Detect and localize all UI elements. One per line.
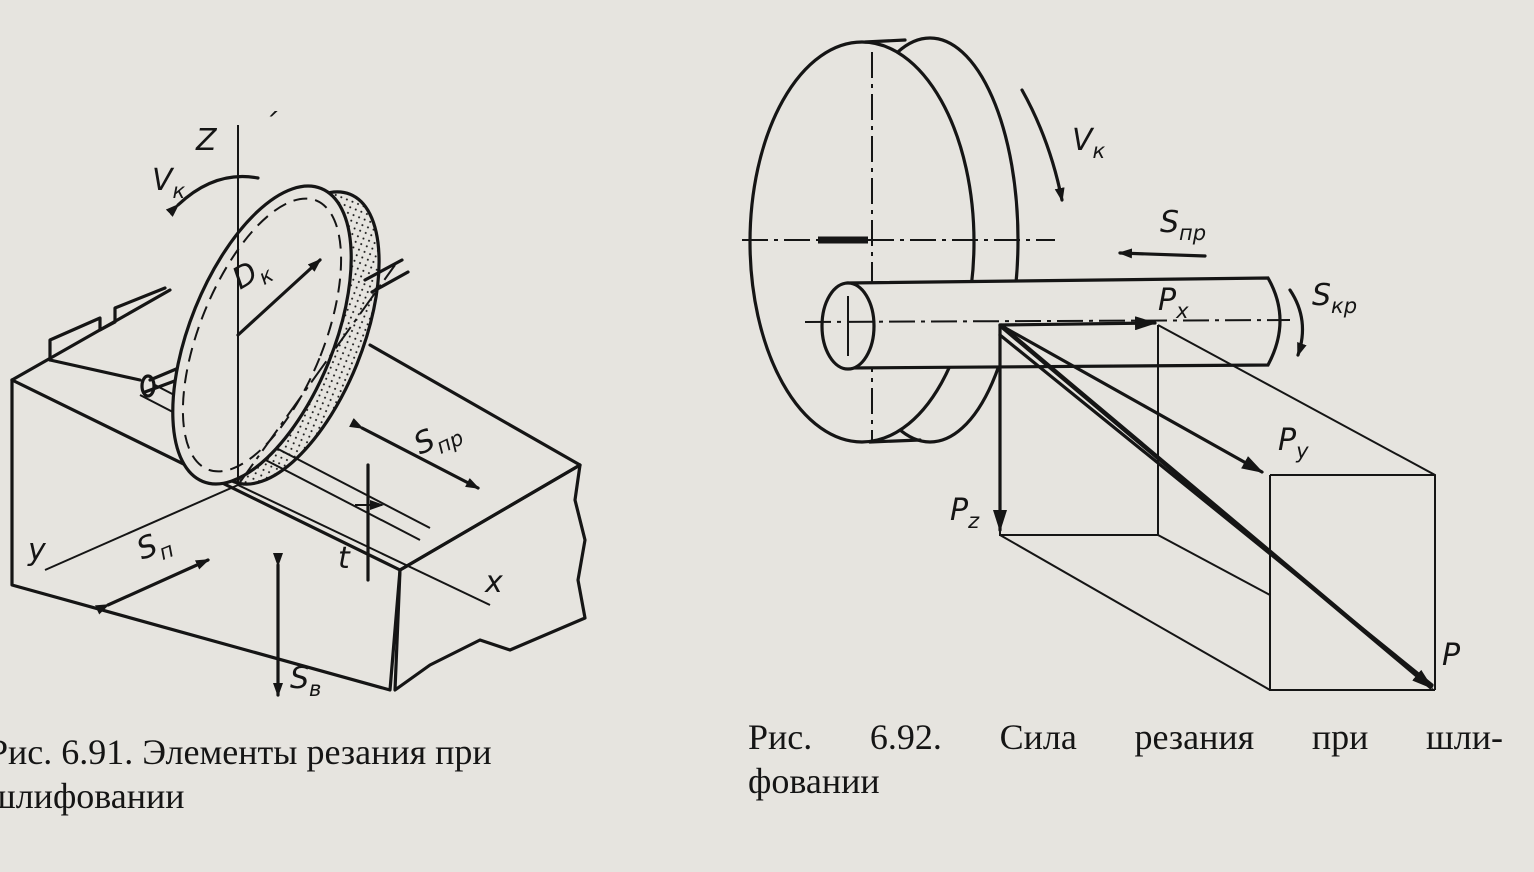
caption-word: Сила [999, 717, 1077, 757]
force-py-label: Py [1278, 423, 1309, 463]
caption-line: шлифовании [0, 776, 185, 816]
axis-z-label: Z [195, 123, 218, 158]
caption-line: Рис. 6.92. Сила резания при шли- [748, 715, 1503, 759]
wheel-diameter-label: Dк [227, 249, 278, 302]
resultant-force-label: P [1442, 638, 1461, 673]
force-px-label: Px [1158, 283, 1189, 323]
grinding-wheel [171, 184, 381, 486]
wheel-speed-label: Vк [152, 163, 186, 203]
wheel-speed-label-2: Vк [1072, 123, 1106, 163]
figure-6-91-drawing: Z ´ Vк Dк Sпр Sп Sв t y x [10, 108, 587, 701]
motion-arrows-1 [95, 174, 480, 697]
caption-word: Рис. [748, 717, 813, 757]
circular-feed-label: Sкр [1312, 278, 1357, 318]
figure-6-92-caption: Рис. 6.92. Сила резания при шли- фовании [748, 715, 1508, 803]
coordinate-axes-1 [44, 125, 491, 606]
cross-feed-label: Sп [132, 523, 177, 572]
force-pz-label: Pz [950, 493, 980, 533]
axis-y-label: y [27, 533, 47, 568]
motion-arrows-2 [1020, 88, 1307, 357]
caption-line: фовании [748, 761, 880, 801]
force-vectors [993, 316, 1434, 690]
caption-word: 6.92. [869, 717, 942, 757]
longitudinal-feed-label-2: Sпр [1160, 205, 1206, 245]
workpiece-block [10, 286, 587, 692]
vertical-feed-label: Sв [290, 661, 321, 701]
figure-6-92-drawing: Vк Sпр Sкр Px Py Pz P [742, 36, 1461, 691]
caption-line: Рис. 6.91. Элементы резания при [0, 732, 492, 772]
tick-mark: ´ [262, 108, 278, 143]
figure-6-91-caption: Рис. 6.91. Элементы резания при шлифован… [0, 730, 628, 818]
axis-x-label: x [484, 565, 503, 600]
caption-word: резания [1134, 717, 1255, 757]
caption-word: шли- [1426, 717, 1503, 757]
grinding-wheel-2 [742, 36, 1055, 444]
caption-word: при [1311, 717, 1369, 757]
cut-depth-label: t [338, 541, 351, 576]
